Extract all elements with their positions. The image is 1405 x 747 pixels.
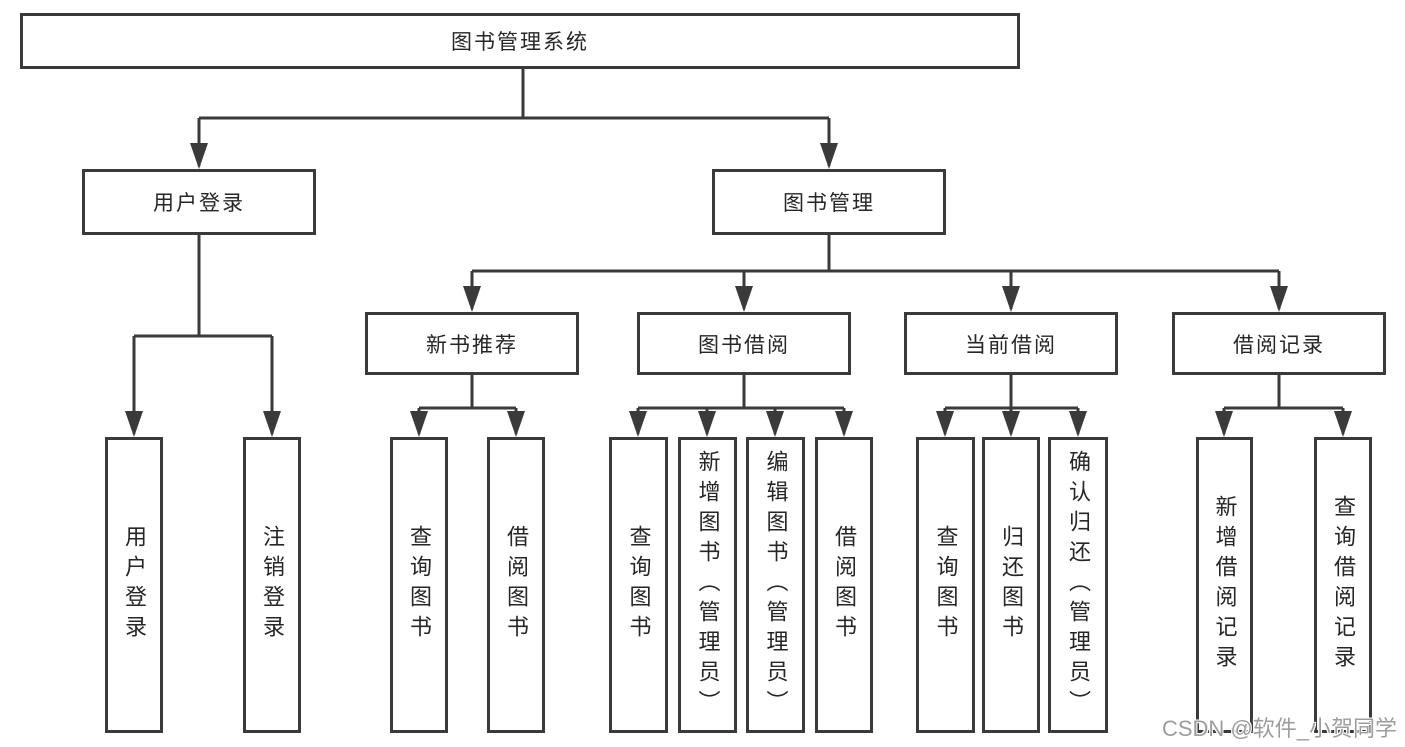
node-new-book-recommend: 新书推荐	[365, 312, 579, 375]
node-borrow-record-label: 借阅记录	[1233, 333, 1325, 357]
node-book-borrow-label: 图书借阅	[698, 333, 790, 357]
node-user-login-label: 用户登录	[153, 192, 245, 215]
leaf-logout: 注销登录	[243, 437, 301, 733]
leaf-query-borrow-record: 查询借阅记录	[1314, 437, 1372, 733]
node-root: 图书管理系统	[20, 13, 1020, 69]
connector-bookmgmt-to-level3	[463, 235, 1288, 312]
node-book-borrow: 图书借阅	[637, 312, 851, 375]
leaf-query-book-current: 查询图书	[916, 437, 975, 733]
leaf-add-book-admin: 新增图书（管理员）	[678, 437, 737, 733]
node-user-login: 用户登录	[82, 169, 316, 235]
node-book-management: 图书管理	[712, 169, 946, 235]
connector-userlogin-to-leaves	[125, 235, 281, 437]
leaf-borrow-book-newrec: 借阅图书	[487, 437, 545, 733]
connector-root-to-level2	[190, 68, 838, 169]
leaf-edit-book-admin: 编辑图书（管理员）	[746, 437, 805, 733]
node-root-label: 图书管理系统	[451, 31, 589, 54]
connector-borrow-to-leaves	[629, 375, 853, 437]
node-current-borrow: 当前借阅	[904, 312, 1118, 375]
leaf-user-login: 用户登录	[105, 437, 163, 733]
leaf-confirm-return-admin: 确认归还（管理员）	[1048, 437, 1108, 733]
leaf-query-book-newrec: 查询图书	[390, 437, 448, 733]
node-new-book-recommend-label: 新书推荐	[426, 333, 518, 357]
leaf-query-book-borrow: 查询图书	[609, 437, 668, 733]
leaf-return-book: 归还图书	[982, 437, 1040, 733]
csdn-watermark: CSDN @软件_小贺同学	[1161, 716, 1397, 741]
leaf-add-borrow-record: 新增借阅记录	[1196, 437, 1253, 733]
leaf-borrow-book: 借阅图书	[815, 437, 873, 733]
connector-record-to-leaves	[1215, 375, 1352, 437]
connector-current-to-leaves	[936, 375, 1087, 437]
node-book-management-label: 图书管理	[783, 192, 875, 215]
connector-newrec-to-leaves	[410, 375, 525, 437]
node-borrow-record: 借阅记录	[1172, 312, 1386, 375]
node-current-borrow-label: 当前借阅	[965, 333, 1057, 357]
